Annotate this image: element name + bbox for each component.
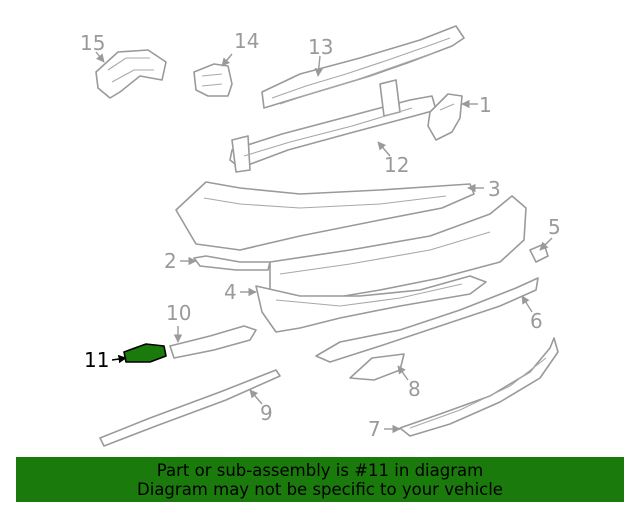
info-banner: Part or sub-assembly is #11 in diagram D… [16, 457, 624, 502]
banner-line-2: Diagram may not be specific to your vehi… [137, 480, 503, 499]
part-5-clip [529, 243, 549, 263]
callout-1: 1 [479, 93, 492, 117]
part-10-trim [169, 325, 257, 359]
part-8-reflector [349, 353, 405, 381]
callout-13: 13 [308, 35, 333, 59]
part-9-moulding [99, 369, 281, 447]
part-12-reinforcement [229, 79, 437, 173]
part-6-trim [315, 277, 539, 363]
callout-7: 7 [368, 417, 381, 441]
part-14-bracket [193, 63, 233, 97]
part-7-lower-trim [399, 337, 559, 437]
parts-diagram: 1 2 3 4 5 6 7 8 9 10 11 12 13 14 15 [80, 25, 561, 447]
callout-14: 14 [234, 29, 259, 53]
callout-10: 10 [166, 301, 191, 325]
callout-15: 15 [80, 31, 105, 55]
part-1-bracket [427, 93, 463, 141]
part-13-absorber [261, 25, 465, 109]
part-4-diffuser [255, 275, 487, 333]
part-11-highlighted [123, 343, 167, 363]
part-15-bracket [95, 49, 167, 99]
callout-12: 12 [384, 153, 409, 177]
callout-8: 8 [408, 377, 421, 401]
leader-lines [95, 51, 553, 434]
callout-6: 6 [530, 309, 543, 333]
callout-4: 4 [224, 280, 237, 304]
callout-3: 3 [488, 177, 501, 201]
banner-line-1: Part or sub-assembly is #11 in diagram [156, 461, 484, 480]
part-2-strip [193, 255, 271, 271]
callout-11: 11 [84, 348, 109, 372]
callout-5: 5 [548, 215, 561, 239]
callout-2: 2 [164, 249, 177, 273]
callout-9: 9 [260, 401, 273, 425]
